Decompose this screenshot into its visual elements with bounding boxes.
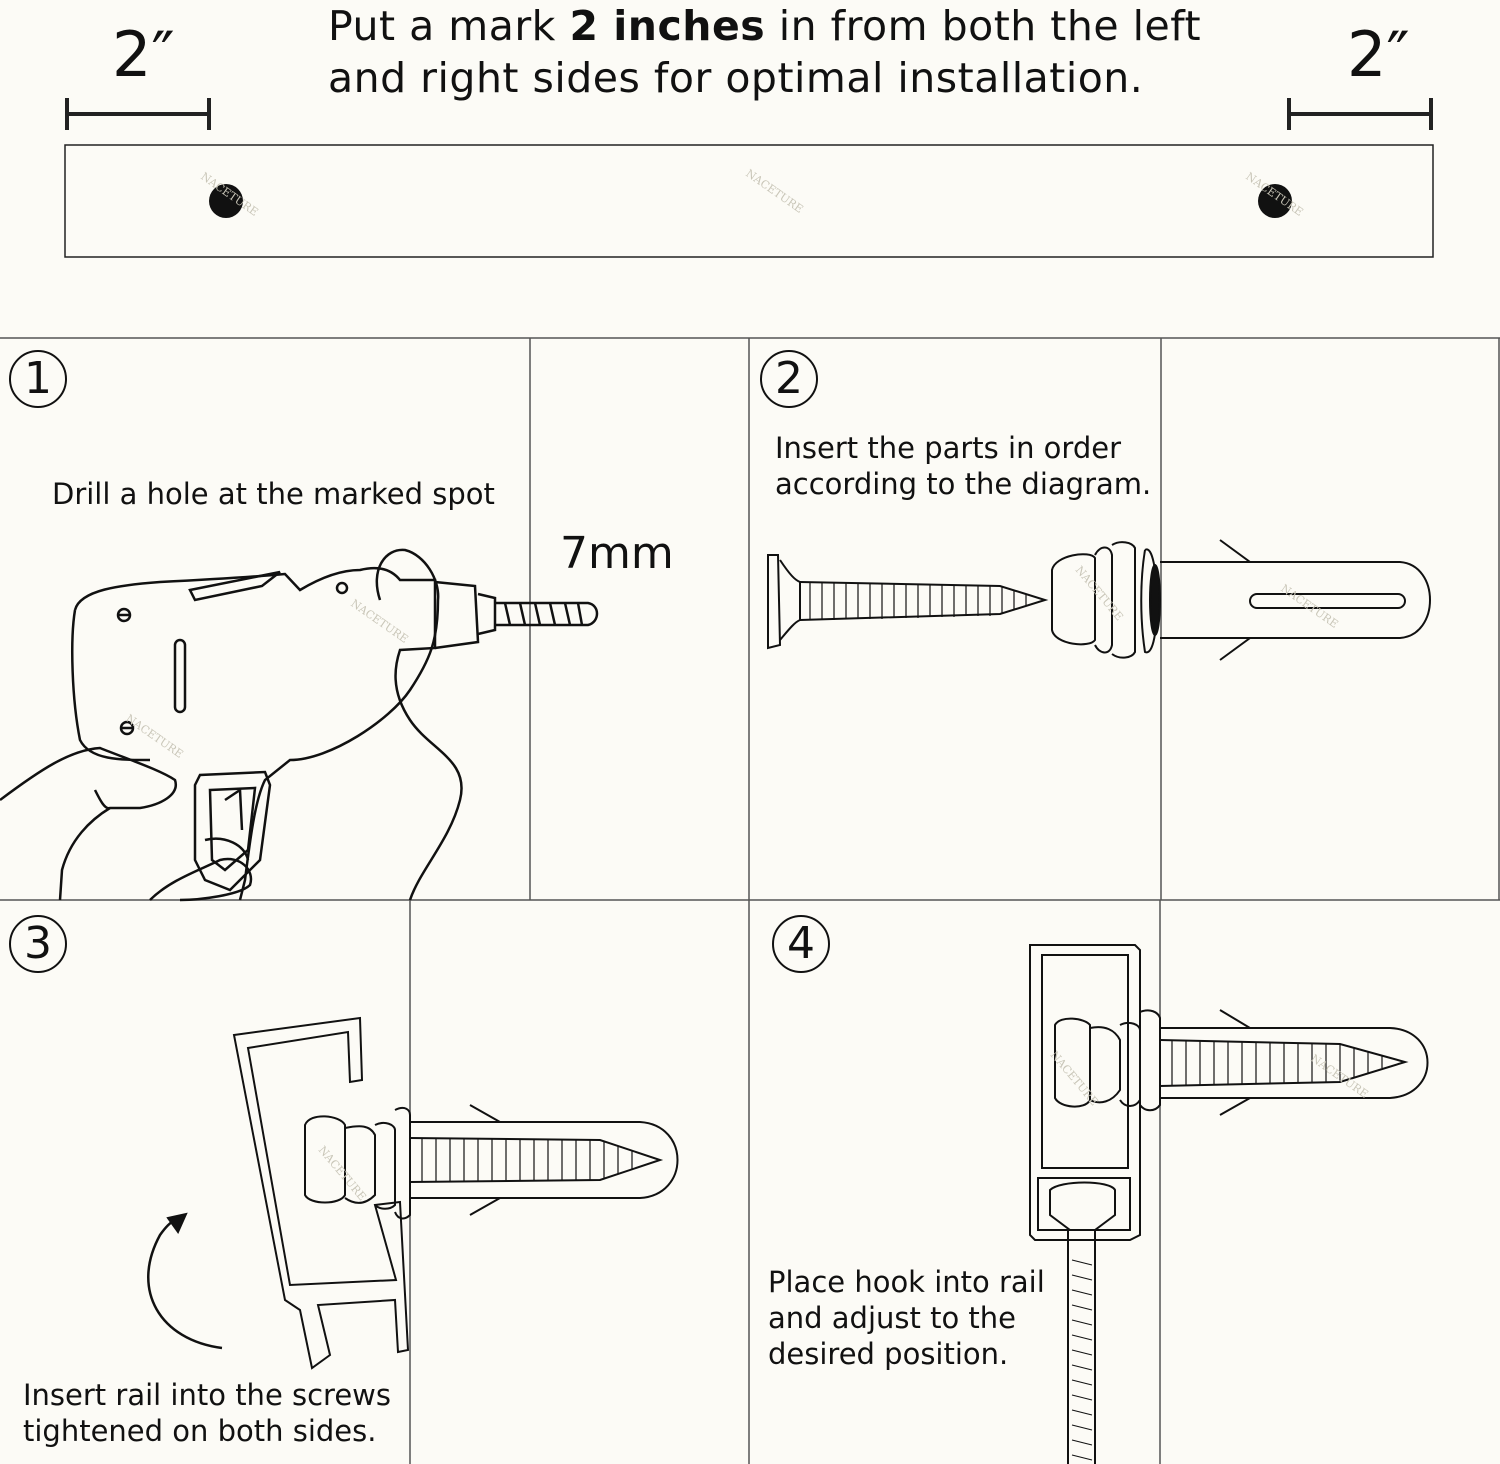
watermark: NACETURE (1073, 564, 1126, 624)
watermark: NACETURE (348, 597, 410, 646)
left-mark-hole (209, 184, 243, 218)
step-1-number: 1 (9, 350, 67, 408)
step-2-number: 2 (760, 350, 818, 408)
headline-line-1: Put a mark 2 inches in from both the lef… (328, 2, 1202, 50)
watermark: NACETURE (1048, 1049, 1101, 1109)
rail-strip (64, 144, 1434, 258)
step-3-number: 3 (9, 915, 67, 973)
step-3-caption: Insert rail into the screws tightened on… (23, 1378, 392, 1448)
watermark: NACETURE (1243, 170, 1305, 219)
watermark: NACETURE (198, 170, 260, 219)
drill-illustration (0, 548, 599, 902)
watermark: NACETURE (743, 167, 805, 216)
step-1-caption: Drill a hole at the marked spot (52, 477, 495, 511)
rail-insertion-illustration (147, 1016, 679, 1370)
watermark: NACETURE (1278, 582, 1340, 631)
step-4-number: 4 (772, 915, 830, 973)
watermark: NACETURE (316, 1144, 369, 1204)
left-dimension-marker (65, 98, 211, 130)
drill-size-label: 7mm (560, 528, 674, 579)
right-measurement-label: 2″ (1347, 18, 1410, 91)
watermark: NACETURE (123, 712, 185, 761)
left-measurement-label: 2″ (112, 18, 175, 91)
assembly-parts-illustration (767, 539, 1431, 661)
headline-line-2: and right sides for optimal installation… (328, 54, 1144, 102)
watermark: NACETURE (1308, 1052, 1370, 1101)
right-dimension-marker (1287, 98, 1433, 130)
step-4-caption: Place hook into rail and adjust to the d… (768, 1265, 1045, 1371)
step-2-caption: Insert the parts in order according to t… (775, 431, 1152, 501)
headline: Put a mark 2 inches in from both the lef… (328, 0, 1228, 104)
right-mark-hole (1258, 184, 1292, 218)
hook-in-rail-illustration (1029, 944, 1429, 1464)
